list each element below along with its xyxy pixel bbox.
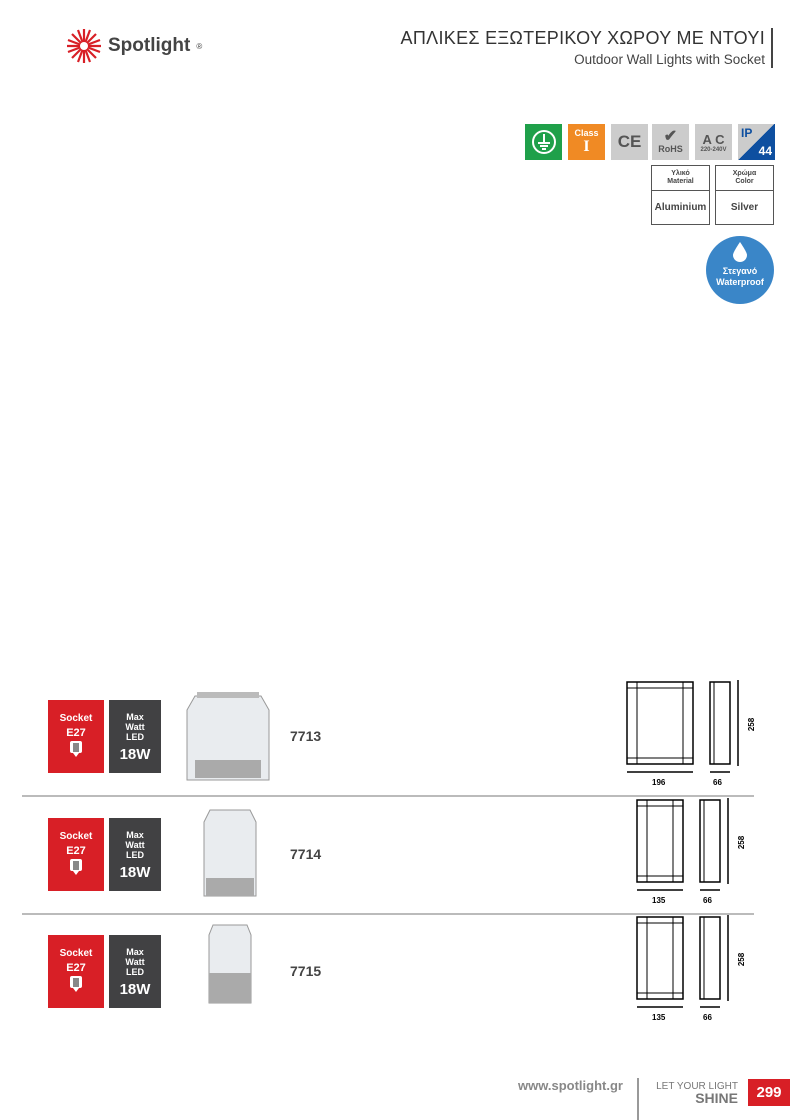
- class-badge: Class I: [568, 124, 605, 160]
- material-value: Aluminium: [654, 202, 707, 213]
- product-image: [200, 806, 260, 906]
- watt-value: 18W: [119, 746, 151, 763]
- max-watt-badge: Max Watt LED 18W: [109, 700, 161, 773]
- row-divider: [22, 913, 754, 915]
- dimension-height: 258: [737, 952, 747, 967]
- socket-badge: Socket E27: [48, 935, 104, 1008]
- footer-divider: [637, 1078, 639, 1120]
- color-value: Silver: [730, 202, 759, 213]
- ac-label: A C: [702, 131, 725, 147]
- earth-ground-icon: [525, 124, 562, 160]
- socket-label: Socket: [59, 713, 93, 724]
- material-header-en: Material: [667, 178, 694, 185]
- ip-badge: IP 44: [738, 124, 775, 160]
- dimension-depth: 66: [703, 1013, 712, 1022]
- website-link[interactable]: www.spotlight.gr: [518, 1078, 623, 1093]
- watt-label: Watt: [125, 722, 145, 732]
- color-header-en: Color: [735, 178, 754, 185]
- dimension-drawing: [626, 680, 739, 773]
- waterproof-en: Waterproof: [716, 277, 764, 287]
- socket-badge: Socket E27: [48, 818, 104, 891]
- socket-type: E27: [66, 845, 86, 857]
- slogan: LET YOUR LIGHT SHINE: [655, 1081, 738, 1105]
- socket-label: Socket: [59, 831, 93, 842]
- water-drop-icon: [733, 242, 747, 262]
- dimension-width: 135: [652, 896, 666, 905]
- product-code: 7714: [290, 846, 322, 862]
- product-code: 7715: [290, 963, 322, 979]
- ac-range: 220-240V: [700, 146, 727, 153]
- dimension-width: 135: [652, 1013, 666, 1022]
- slogan-line-1: LET YOUR LIGHT: [656, 1081, 738, 1092]
- color-header-gr: Χρώμα: [732, 170, 757, 177]
- title-divider: [771, 28, 773, 68]
- led-label: LED: [126, 967, 144, 977]
- product-code: 7713: [290, 728, 322, 744]
- ac-badge: A C 220-240V: [695, 124, 732, 160]
- material-header-gr: Υλικό: [671, 170, 690, 177]
- brand-logo: Spotlight®: [66, 28, 202, 64]
- socket-type: E27: [66, 727, 86, 739]
- watt-value: 18W: [119, 981, 151, 998]
- brand-name: Spotlight: [108, 35, 191, 56]
- page-number: 299: [748, 1079, 790, 1106]
- class-value: I: [583, 138, 590, 155]
- dimension-drawing: [636, 798, 729, 891]
- ip-value: 44: [758, 144, 772, 158]
- page-title: ΑΠΛΙΚΕΣ ΕΞΩΤΕΡΙΚΟΥ ΧΩΡΟΥ ΜΕ ΝΤΟΥΙ: [400, 28, 765, 48]
- max-label: Max: [126, 712, 144, 722]
- dimension-width: 196: [652, 778, 666, 787]
- max-watt-badge: Max Watt LED 18W: [109, 818, 161, 891]
- ce-icon: CE: [611, 124, 648, 160]
- dimension-depth: 66: [713, 778, 722, 787]
- max-watt-badge: Max Watt LED 18W: [109, 935, 161, 1008]
- bulb-base-icon: [70, 741, 82, 757]
- dimension-drawing: [636, 915, 729, 1008]
- led-label: LED: [126, 850, 144, 860]
- dimension-height: 258: [747, 717, 757, 732]
- bulb-base-icon: [70, 976, 82, 992]
- row-divider: [22, 795, 754, 797]
- rohs-label: RoHS: [658, 144, 683, 154]
- socket-badge: Socket E27: [48, 700, 104, 773]
- watt-value: 18W: [119, 864, 151, 881]
- starburst-icon: [67, 29, 101, 63]
- max-label: Max: [126, 947, 144, 957]
- rohs-badge: ✔ RoHS: [652, 124, 689, 160]
- led-label: LED: [126, 732, 144, 742]
- max-label: Max: [126, 830, 144, 840]
- product-image: [205, 923, 255, 1013]
- slogan-line-2: SHINE: [695, 1090, 738, 1106]
- watt-label: Watt: [125, 957, 145, 967]
- check-icon: ✔: [663, 128, 678, 145]
- page-subtitle: Outdoor Wall Lights with Socket: [574, 52, 765, 67]
- socket-label: Socket: [59, 948, 93, 959]
- ip-label: IP: [741, 126, 753, 140]
- dimension-depth: 66: [703, 896, 712, 905]
- bulb-base-icon: [70, 859, 82, 875]
- class-label: Class: [574, 128, 599, 138]
- dimension-height: 258: [737, 835, 747, 850]
- product-image: [183, 688, 273, 788]
- waterproof-gr: Στεγανό: [722, 266, 758, 276]
- socket-type: E27: [66, 962, 86, 974]
- waterproof-badge: Στεγανό Waterproof: [706, 236, 774, 304]
- watt-label: Watt: [125, 840, 145, 850]
